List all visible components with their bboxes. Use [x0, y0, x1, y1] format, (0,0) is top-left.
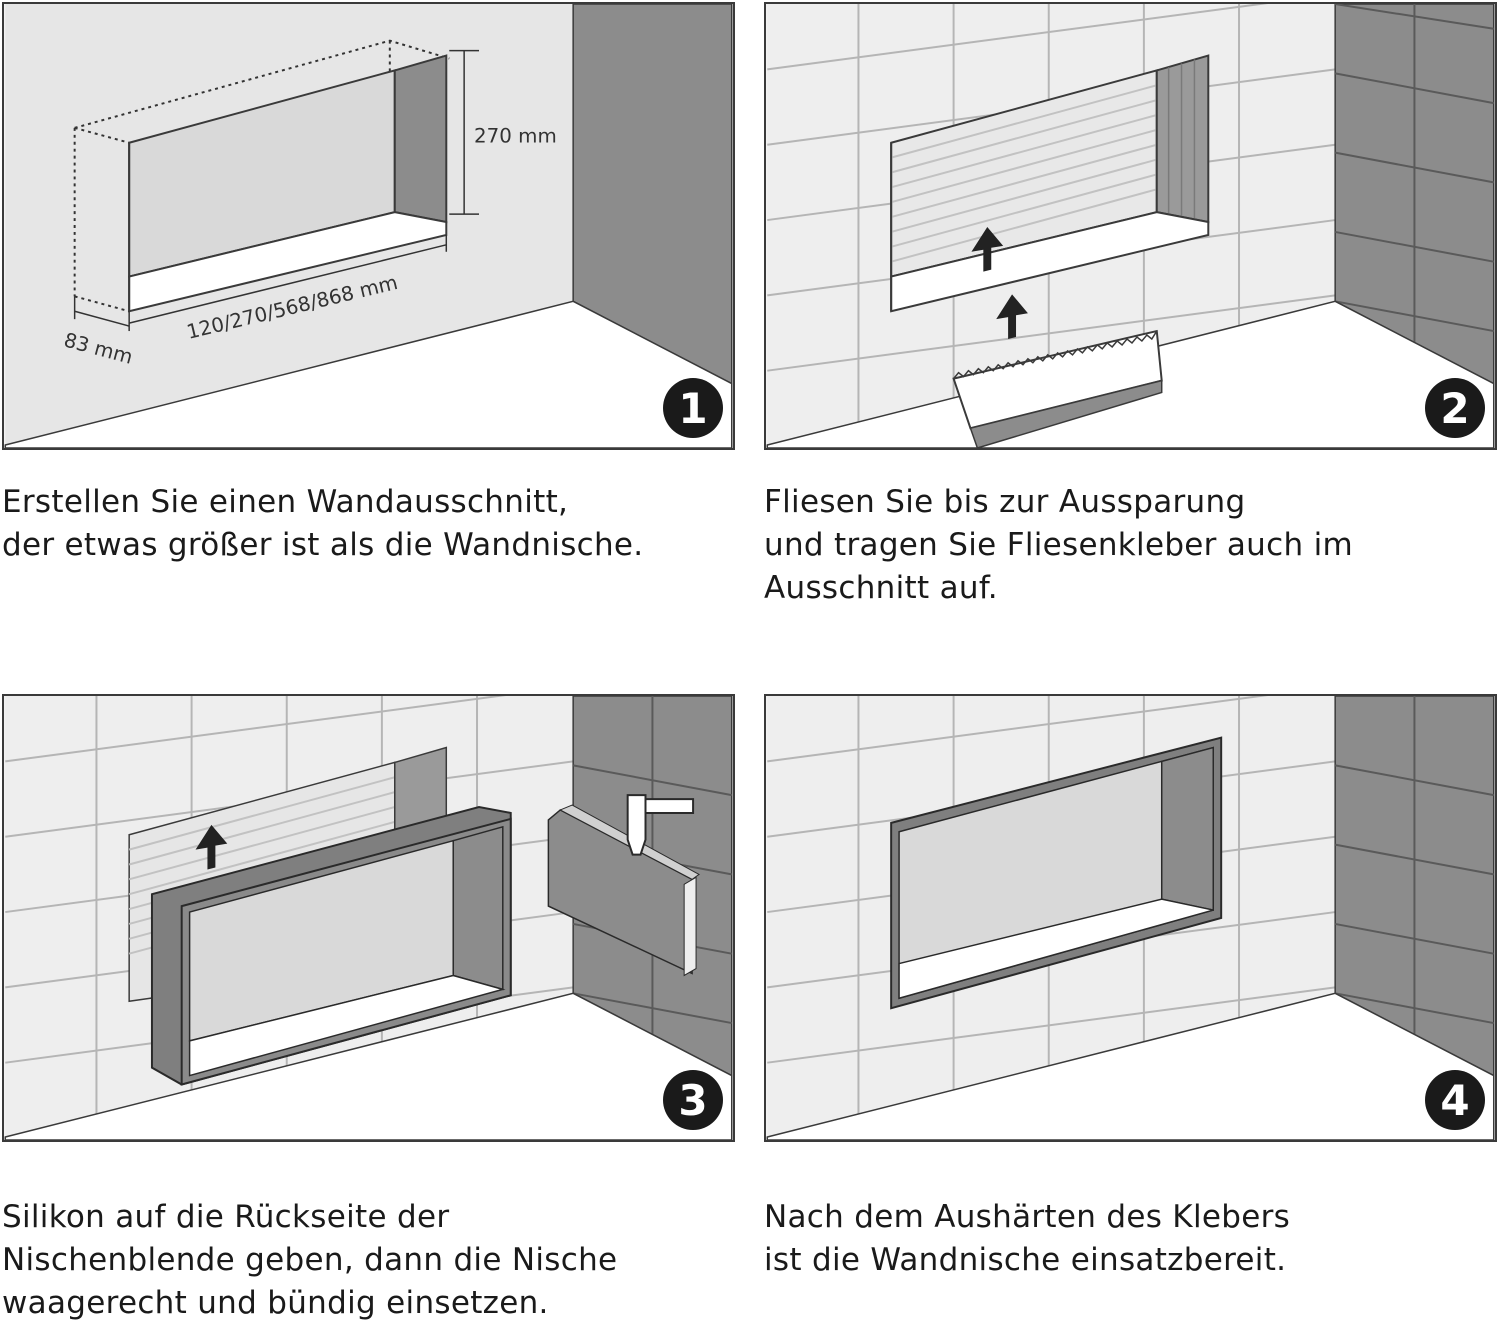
floor	[4, 300, 733, 448]
niche-inner-side	[452, 825, 504, 991]
height-dimension-label: 270 mm	[474, 125, 557, 148]
step-3-illustration: 3	[2, 694, 735, 1142]
cutout-side	[1155, 54, 1210, 224]
niche-inner-bottom	[188, 974, 506, 1077]
depth-dimension-line	[74, 310, 130, 327]
cutout-dashed-bottom	[74, 295, 130, 313]
wall-cutout-drawing: 270 mm 120/270/568/868 mm 83 mm	[4, 4, 733, 448]
step-3-caption: Silikon auf die Rückseite der Nischenble…	[2, 1199, 618, 1321]
cutout-dashed-depth	[74, 126, 130, 144]
niche-inner-bottom	[898, 898, 1214, 1000]
niche-insertion-drawing	[4, 696, 733, 1140]
width-dimension-line	[128, 244, 447, 324]
tiling-drawing	[766, 4, 1495, 448]
up-arrow-icon-2	[996, 294, 1028, 339]
floor	[4, 992, 733, 1140]
up-arrow-icon	[971, 226, 1004, 272]
silicone-nozzle-icon	[626, 794, 647, 856]
floor	[766, 992, 1495, 1140]
niche-side	[393, 54, 448, 224]
niche-inner-side	[1160, 746, 1214, 911]
step-4-badge: 4	[1425, 1070, 1485, 1130]
finished-niche-drawing	[766, 696, 1495, 1140]
step-2-badge: 2	[1425, 378, 1485, 438]
step-2-caption: Fliesen Sie bis zur Aussparung und trage…	[764, 484, 1353, 606]
step-1-badge: 1	[663, 378, 723, 438]
step-3-badge: 3	[663, 1070, 723, 1130]
step-1-illustration: 270 mm 120/270/568/868 mm 83 mm 1	[2, 2, 735, 450]
step-4-illustration: 4	[764, 694, 1497, 1142]
up-arrow-icon	[195, 824, 228, 870]
step-2-illustration: 2	[764, 2, 1497, 450]
step-4-caption: Nach dem Aushärten des Klebers ist die W…	[764, 1199, 1291, 1278]
step-1-caption: Erstellen Sie einen Wandausschnitt, der …	[2, 484, 644, 563]
